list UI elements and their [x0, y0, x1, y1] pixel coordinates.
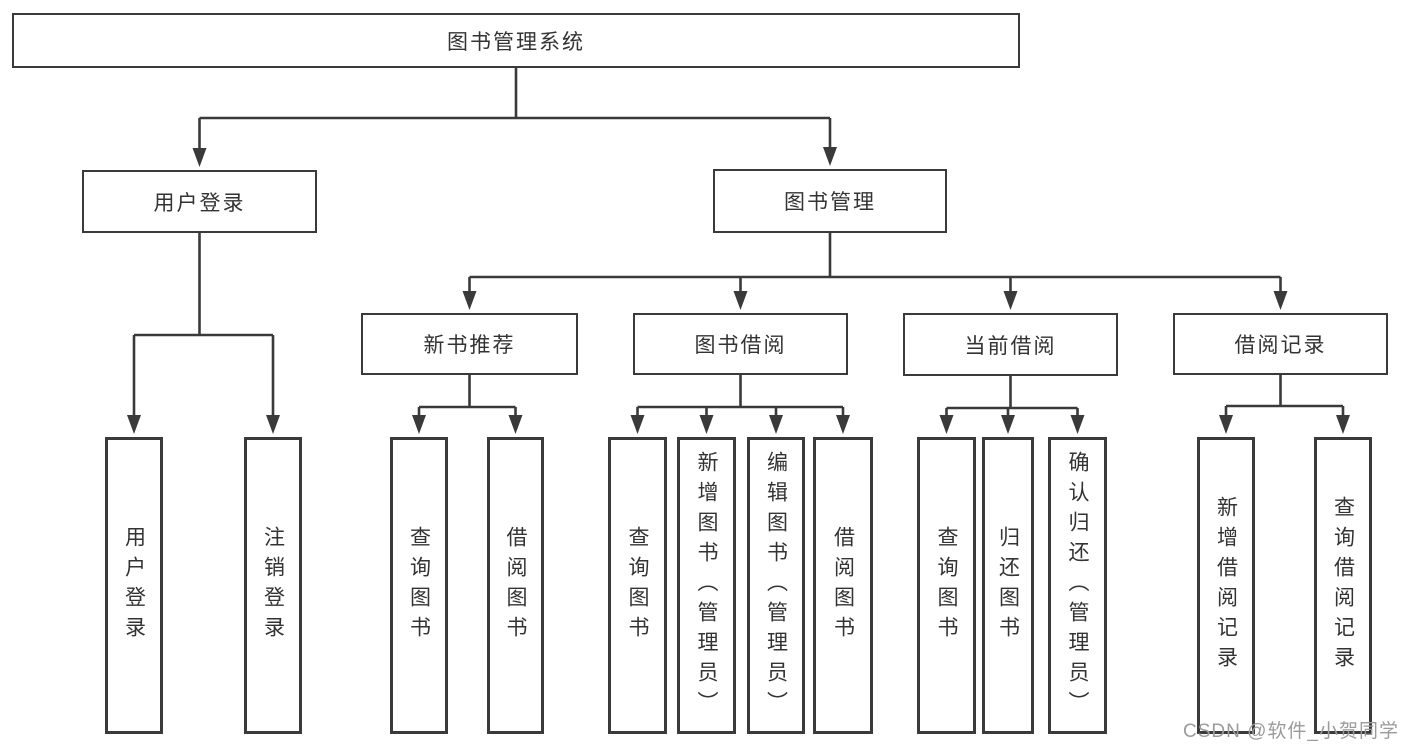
node-root: 图书管理系统 [12, 13, 1020, 68]
node-book-borrow: 图书借阅 [633, 313, 848, 375]
node-label: 图书借阅 [694, 334, 787, 357]
node-label: 编辑图书（管理员） [764, 450, 788, 721]
node-current-borrow: 当前借阅 [903, 313, 1118, 376]
node-label: 查询图书 [935, 525, 958, 646]
node-leaf-user-login: 用户登录 [105, 437, 163, 734]
node-label: 借阅图书 [504, 525, 527, 646]
node-label: 查询借阅记录 [1331, 495, 1355, 676]
node-leaf-query-book-2: 查询图书 [608, 437, 667, 734]
node-user-login: 用户登录 [82, 170, 317, 233]
node-book-mgmt: 图书管理 [713, 169, 947, 233]
node-leaf-query-book-3: 查询图书 [917, 437, 976, 734]
node-label: 图书管理 [784, 191, 876, 214]
node-label: 用户登录 [122, 525, 146, 646]
node-borrow-records: 借阅记录 [1173, 313, 1388, 375]
node-leaf-confirm-return: 确认归还（管理员） [1048, 437, 1107, 734]
node-label: 新增图书（管理员） [695, 450, 718, 721]
node-leaf-borrow-book-2: 借阅图书 [813, 437, 873, 734]
node-label: 借阅记录 [1234, 334, 1327, 357]
node-label: 新增借阅记录 [1214, 495, 1238, 676]
node-label: 查询图书 [626, 525, 649, 646]
node-label: 查询图书 [407, 525, 431, 646]
node-leaf-return-book: 归还图书 [982, 437, 1034, 734]
node-label: 图书管理系统 [447, 30, 585, 54]
node-leaf-edit-book: 编辑图书（管理员） [747, 437, 805, 734]
node-label: 注销登录 [261, 525, 285, 646]
node-leaf-add-book: 新增图书（管理员） [677, 437, 736, 734]
node-label: 归还图书 [996, 525, 1020, 646]
node-label: 借阅图书 [831, 525, 855, 646]
node-label: 新书推荐 [423, 334, 516, 357]
watermark: CSDN @软件_小贺同学 [1183, 721, 1399, 742]
node-label: 确认归还（管理员） [1066, 450, 1089, 721]
node-leaf-add-record: 新增借阅记录 [1197, 437, 1255, 734]
node-leaf-query-book-1: 查询图书 [390, 437, 448, 734]
node-leaf-logout: 注销登录 [244, 437, 302, 734]
node-leaf-query-record: 查询借阅记录 [1314, 437, 1372, 734]
node-new-book-rec: 新书推荐 [361, 313, 578, 375]
node-label: 当前借阅 [964, 334, 1057, 358]
node-leaf-borrow-book-1: 借阅图书 [487, 437, 544, 734]
node-label: 用户登录 [153, 191, 246, 215]
